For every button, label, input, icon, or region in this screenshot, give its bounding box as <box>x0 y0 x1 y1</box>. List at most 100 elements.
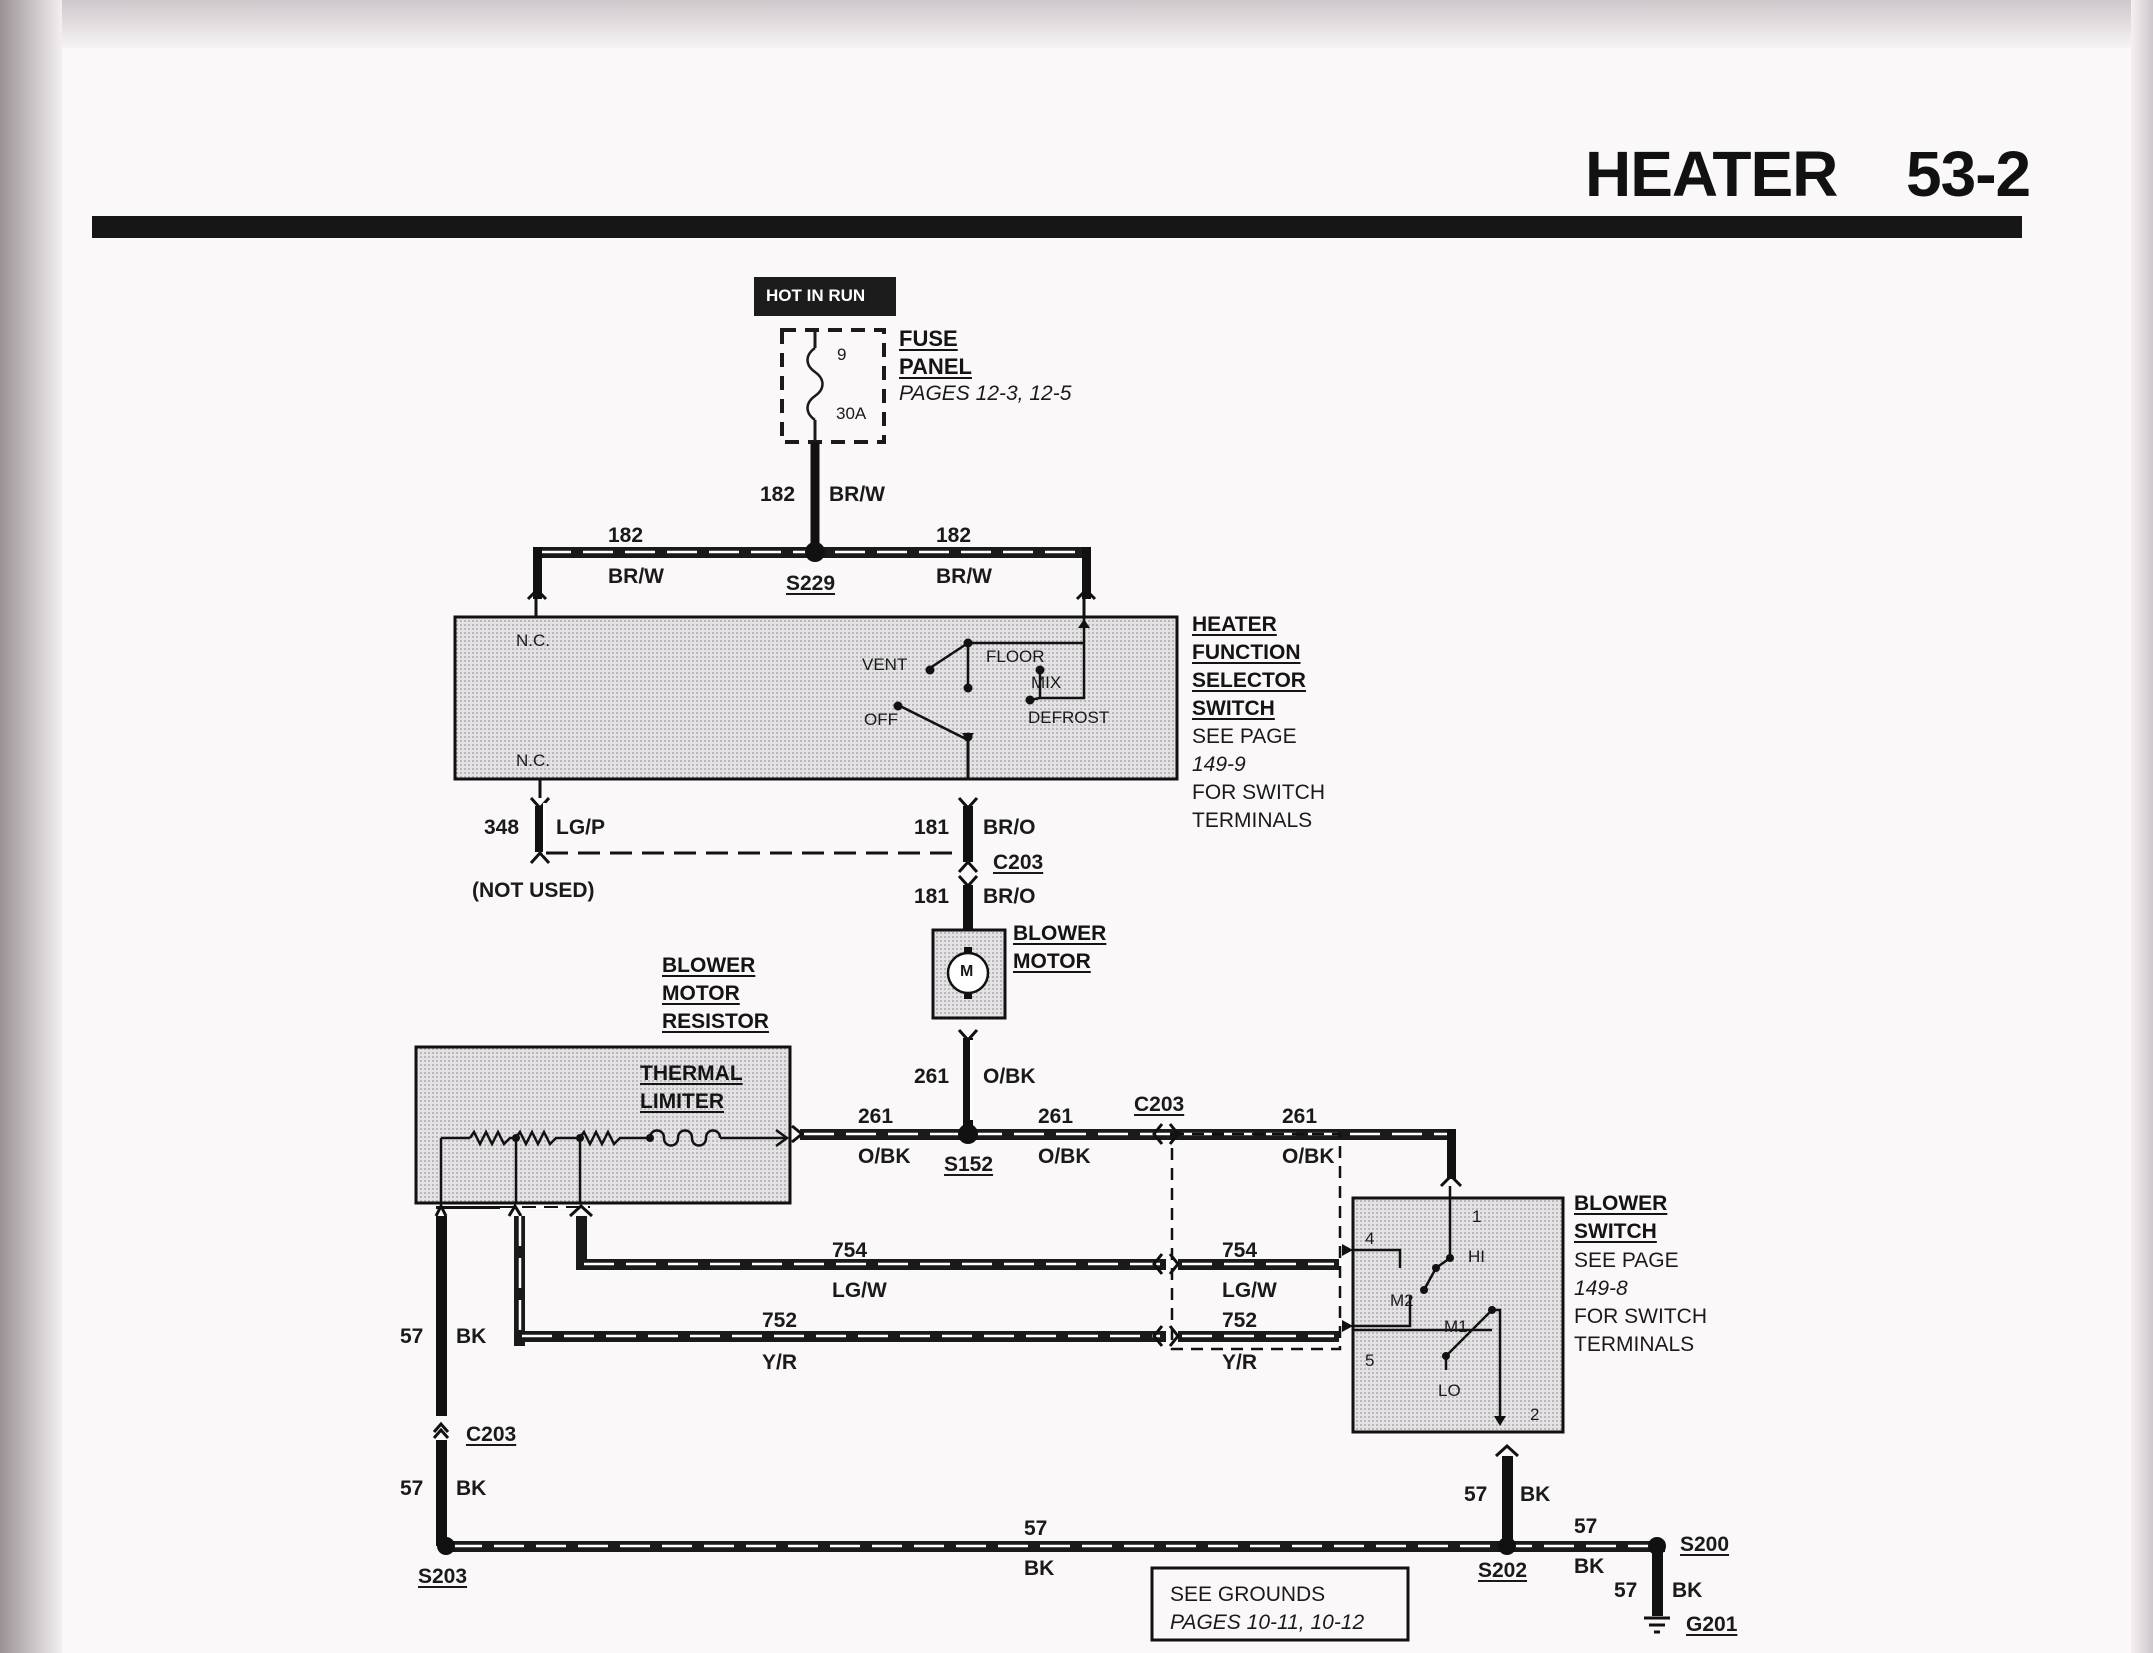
wire-348-color: LG/P <box>556 816 606 839</box>
ground-symbol-g201 <box>1644 1616 1670 1634</box>
splice-s229: S229 <box>786 572 836 595</box>
resistor-label-1: BLOWER <box>662 954 756 977</box>
wire-57-number-upper: 57 <box>400 1325 424 1348</box>
splice-s229-dot <box>805 542 825 562</box>
wire-348-number: 348 <box>484 816 520 839</box>
wire-181-number-bottom: 181 <box>914 885 950 908</box>
selector-see-page: SEE PAGE <box>1192 725 1297 748</box>
connector-c203-57: C203 <box>466 1423 517 1446</box>
wire-182-color-top: BR/W <box>829 483 885 506</box>
wire-57-color-bus: BK <box>1024 1557 1055 1580</box>
selector-page-ref: 149-9 <box>1192 753 1246 776</box>
wire-754 <box>507 1203 1339 1346</box>
blower-switch-m1: M1 <box>1444 1317 1468 1336</box>
blower-motor-symbol-label: M <box>960 963 974 980</box>
wire-752-color-left: Y/R <box>762 1351 798 1374</box>
wire-754-color-left: LG/W <box>832 1279 887 1302</box>
wire-261-number-mid: 261 <box>1038 1105 1074 1128</box>
connector-c203-181: C203 <box>993 851 1044 874</box>
resistor-elements <box>439 1128 790 1203</box>
wire-752-number-right: 752 <box>1222 1309 1258 1332</box>
ground-g201: G201 <box>1686 1613 1738 1636</box>
wire-182-number-right: 182 <box>936 524 972 547</box>
wire-261-vertical <box>963 1038 973 1134</box>
wire-57-ground-bus <box>441 1541 1665 1552</box>
nc-bottom: N.C. <box>516 751 550 770</box>
wire-261-color-right: O/BK <box>1282 1145 1335 1168</box>
hot-in-run-label: HOT IN RUN <box>766 286 866 305</box>
wire-181-number-top: 181 <box>914 816 950 839</box>
wire-57-number-lower: 57 <box>400 1477 424 1500</box>
vent-label: VENT <box>862 655 908 674</box>
thermal-limiter-label-1: THERMAL <box>640 1062 743 1085</box>
wire-261-color-mid: O/BK <box>1038 1145 1091 1168</box>
mix-label: MIX <box>1031 673 1062 692</box>
wire-181-color-bottom: BR/O <box>983 885 1036 908</box>
off-label: OFF <box>864 710 898 729</box>
splice-s202-dot <box>1498 1537 1516 1555</box>
blower-switch-hi: HI <box>1468 1247 1485 1266</box>
selector-terminals-2: TERMINALS <box>1192 809 1313 832</box>
wire-261-number-left: 261 <box>858 1105 894 1128</box>
splice-s152: S152 <box>944 1153 994 1176</box>
wire-57-color-s200: BK <box>1574 1555 1605 1578</box>
fuse-symbol <box>806 346 824 422</box>
page-shadow-top <box>0 0 2153 48</box>
see-grounds-line2: PAGES 10-11, 10-12 <box>1170 1611 1365 1634</box>
binding-shadow <box>0 0 62 1653</box>
wire-57-number-g201: 57 <box>1614 1579 1638 1602</box>
splice-s152-dot <box>958 1124 978 1144</box>
blower-switch-label-1: BLOWER <box>1574 1192 1668 1215</box>
wire-57-color-upper: BK <box>456 1325 487 1348</box>
blower-motor-label-2: MOTOR <box>1013 950 1091 973</box>
blower-switch-terminals-2: TERMINALS <box>1574 1333 1695 1356</box>
wire-261-color-left: O/BK <box>858 1145 911 1168</box>
wire-752-color-right: Y/R <box>1222 1351 1258 1374</box>
blower-switch-see-page: SEE PAGE <box>1574 1249 1679 1272</box>
thermal-limiter-label-2: LIMITER <box>640 1090 724 1113</box>
see-grounds-box <box>1150 1566 1410 1642</box>
wire-57-color-switch: BK <box>1520 1483 1551 1506</box>
splice-s203-dot <box>437 1537 455 1555</box>
blower-switch-m2: M2 <box>1390 1291 1414 1310</box>
connector-c203-housing <box>1170 1132 1342 1351</box>
fuse-panel-label-1: FUSE <box>899 326 958 351</box>
wire-261-number-vertical: 261 <box>914 1065 950 1088</box>
wire-754-number-left: 754 <box>832 1239 868 1262</box>
nc-top: N.C. <box>516 631 550 650</box>
blower-motor-label-1: BLOWER <box>1013 922 1107 945</box>
page-number: 53-2 <box>1906 138 2031 210</box>
resistor-label-3: RESISTOR <box>662 1010 769 1033</box>
blower-switch-label-2: SWITCH <box>1574 1220 1657 1243</box>
wire-754-number-right: 754 <box>1222 1239 1258 1262</box>
fuse-panel-label-2: PANEL <box>899 354 972 379</box>
fuse-number: 9 <box>837 345 847 364</box>
wire-182-number-top: 182 <box>760 483 796 506</box>
wire-754-color-right: LG/W <box>1222 1279 1277 1302</box>
wire-57-color-g201: BK <box>1672 1579 1703 1602</box>
blower-switch-box <box>1351 1196 1565 1434</box>
wire-752-number-left: 752 <box>762 1309 798 1332</box>
wire-182-color-right: BR/W <box>936 565 992 588</box>
splice-s200: S200 <box>1680 1533 1730 1556</box>
wire-752 <box>514 1325 1339 1347</box>
splice-s203: S203 <box>418 1565 468 1588</box>
selector-terminals-1: FOR SWITCH <box>1192 781 1325 804</box>
splice-s202: S202 <box>1478 1559 1528 1582</box>
fuse-panel-pages: PAGES 12-3, 12-5 <box>899 382 1072 405</box>
wire-57-resistor <box>432 1202 450 1546</box>
blower-switch-page-ref: 149-8 <box>1574 1277 1628 1300</box>
wire-57-number-switch: 57 <box>1464 1483 1488 1506</box>
wire-261-color-vertical: O/BK <box>983 1065 1036 1088</box>
wire-57-number-s200: 57 <box>1574 1515 1598 1538</box>
wire-182-color-left: BR/W <box>608 565 664 588</box>
header-rule <box>92 216 2022 238</box>
wire-261-number-right: 261 <box>1282 1105 1318 1128</box>
resistor-label-2: MOTOR <box>662 982 740 1005</box>
hot-in-run-box <box>754 277 896 316</box>
not-used-label: (NOT USED) <box>472 879 595 902</box>
wire-57-color-lower: BK <box>456 1477 487 1500</box>
wire-182-number-left: 182 <box>608 524 644 547</box>
selector-switch-label-4: SWITCH <box>1192 697 1275 720</box>
wire-261-horizontal <box>791 1124 1463 1188</box>
